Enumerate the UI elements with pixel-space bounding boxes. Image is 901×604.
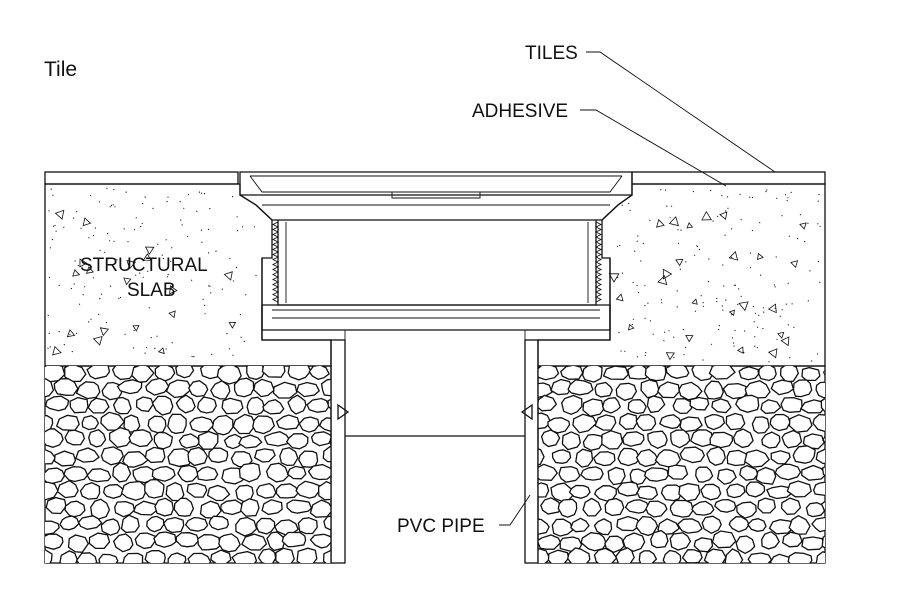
page-title: Tile — [44, 58, 78, 81]
concrete-aggregate — [47, 187, 821, 363]
leader-lines — [499, 51, 776, 526]
floor-drain — [239, 171, 633, 341]
tiles-layer — [44, 171, 826, 185]
pvc-pipe — [330, 330, 539, 564]
label-slab: SLAB — [127, 280, 176, 301]
label-adhesive: ADHESIVE — [472, 101, 568, 122]
label-structural: STRUCTURAL — [80, 255, 208, 276]
label-tiles: TILES — [525, 43, 578, 64]
label-pvc-pipe: PVC PIPE — [397, 516, 485, 537]
gravel-bed — [44, 365, 826, 564]
